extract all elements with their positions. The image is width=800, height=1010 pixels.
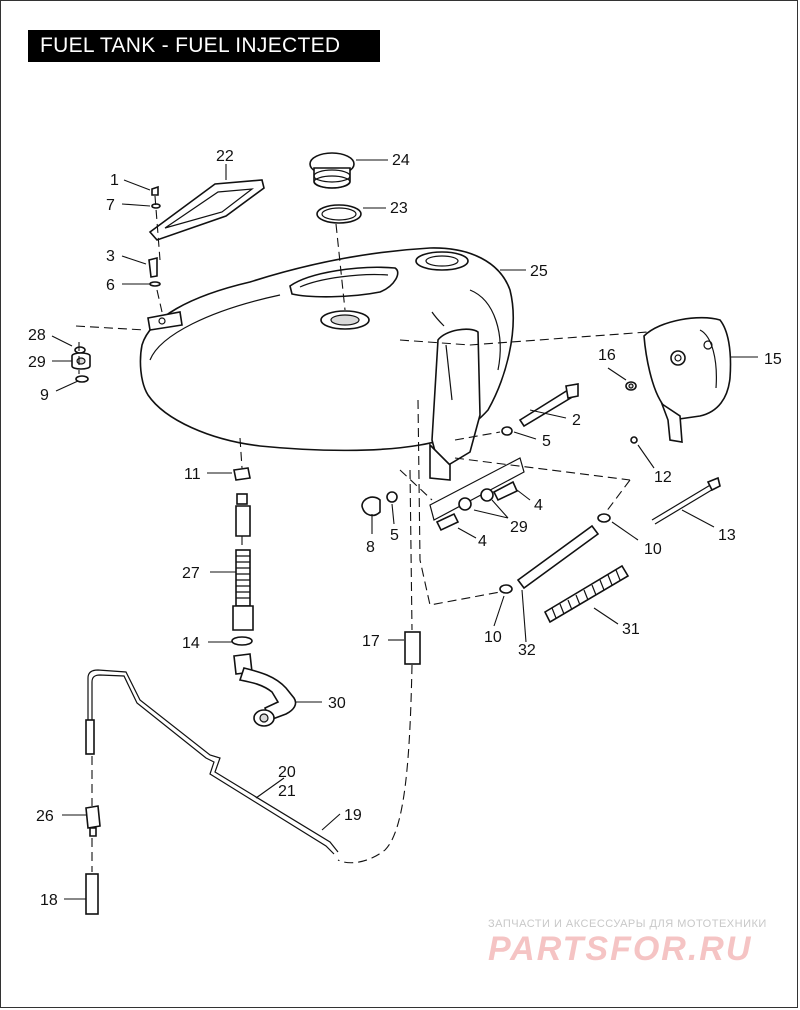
watermark-logo: PARTSFOR.RU <box>488 930 753 968</box>
callout-3: 3 <box>106 248 115 265</box>
fuel-line-assembly <box>85 469 421 915</box>
callout-20: 20 <box>278 764 296 781</box>
fuel-cap-assembly <box>309 152 362 311</box>
callout-11: 11 <box>184 466 201 483</box>
callout-6: 6 <box>106 277 115 294</box>
fuel-tank <box>139 247 514 481</box>
callout-1: 1 <box>110 172 119 189</box>
callout-5-rear: 5 <box>542 433 551 450</box>
callout-10-lower: 10 <box>484 629 502 646</box>
watermark-tagline: ЗАПЧАСТИ И АКСЕССУАРЫ ДЛЯ МОТОТЕХНИКИ <box>488 918 767 930</box>
callout-18: 18 <box>40 892 58 909</box>
callout-10-upper: 10 <box>644 541 662 558</box>
console-assembly <box>148 179 265 313</box>
callout-14: 14 <box>182 635 200 652</box>
callout-9: 9 <box>40 387 49 404</box>
front-mount-hardware <box>71 325 146 383</box>
callout-15: 15 <box>764 351 782 368</box>
callout-21: 21 <box>278 783 296 800</box>
callout-4-lower: 4 <box>478 533 487 550</box>
callout-28: 28 <box>28 327 46 344</box>
callout-17: 17 <box>362 633 380 650</box>
callout-30: 30 <box>328 695 346 712</box>
leader-lines <box>51 159 758 900</box>
fuel-supply-assembly <box>231 437 297 727</box>
rear-cover-assembly <box>399 316 732 444</box>
hose-assembly <box>417 399 721 624</box>
callout-25: 25 <box>530 263 548 280</box>
callout-29-front: 29 <box>28 354 46 371</box>
callout-16: 16 <box>598 347 616 364</box>
callout-23: 23 <box>390 200 408 217</box>
callout-8: 8 <box>366 539 375 556</box>
callout-19: 19 <box>344 807 362 824</box>
callout-13: 13 <box>718 527 736 544</box>
callout-22: 22 <box>216 148 234 165</box>
callout-5-lower: 5 <box>390 527 399 544</box>
callout-31: 31 <box>622 621 640 638</box>
callout-27: 27 <box>182 565 200 582</box>
callout-7: 7 <box>106 197 115 214</box>
callout-24: 24 <box>392 152 410 169</box>
page-title: FUEL TANK - FUEL INJECTED <box>28 30 380 62</box>
rear-bracket-hardware <box>361 457 631 594</box>
callout-2: 2 <box>572 412 581 429</box>
callout-12: 12 <box>654 469 672 486</box>
callout-26: 26 <box>36 808 54 825</box>
callout-29-rear: 29 <box>510 519 528 536</box>
callout-32: 32 <box>518 642 536 659</box>
callout-labels: 1 7 22 24 23 3 6 25 28 29 9 16 15 2 5 12… <box>28 148 782 909</box>
callout-4-upper: 4 <box>534 497 543 514</box>
